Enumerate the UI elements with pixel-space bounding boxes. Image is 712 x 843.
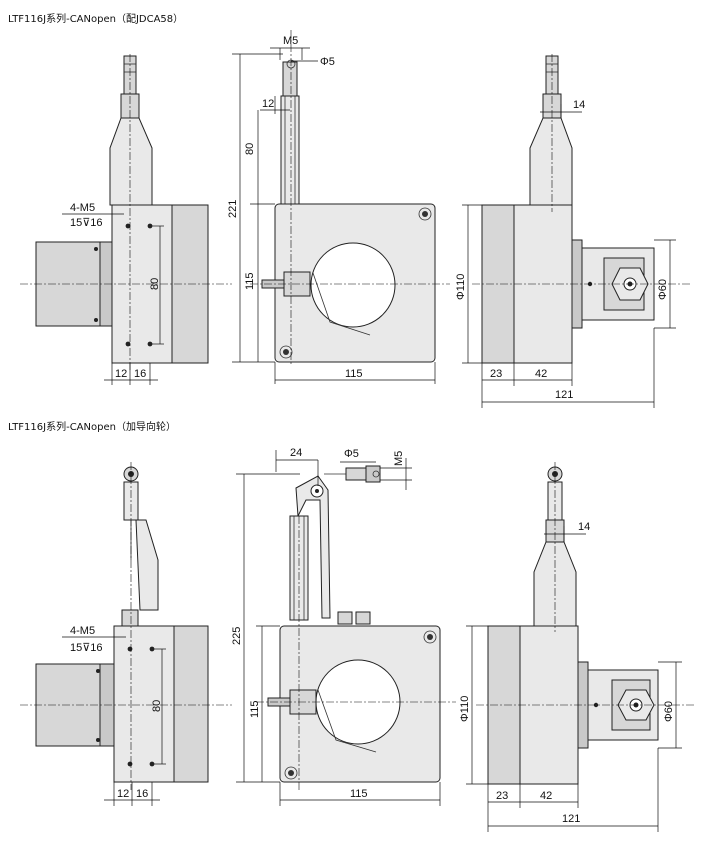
dim-115-vertical: 115: [244, 272, 256, 290]
section-2-front-view: 24 Φ5 M5 225 115 115: [231, 447, 456, 806]
section-2-drawings: 4-M5 15⊽16 80 12 16: [20, 447, 694, 832]
dim-23: 23: [490, 368, 502, 380]
dim-4-m5-2: 4-M5: [70, 625, 95, 637]
dim-phi60: Φ60: [657, 279, 669, 300]
dim-m5: M5: [283, 35, 298, 47]
dim-depth-2: 15⊽16: [70, 642, 103, 654]
section-2-title: LTF116J系列-CANopen（加导向轮）: [8, 422, 176, 433]
dim-225: 225: [231, 627, 243, 645]
dim-4-m5: 4-M5: [70, 202, 95, 214]
section-1-left-view: 4-M5 15⊽16 80 12 16: [20, 54, 232, 385]
dim-12-bottom-2: 12: [117, 788, 129, 800]
section-2-left-view: 4-M5 15⊽16 80 12 16: [20, 462, 232, 806]
dim-80-vertical: 80: [244, 143, 256, 155]
section-1-front-view: M5 Φ5 12 80 221 115 115: [227, 30, 450, 384]
dim-16-bottom: 16: [134, 368, 146, 380]
dim-121-2: 121: [562, 813, 580, 825]
dim-42: 42: [535, 368, 547, 380]
dim-16-bottom-2: 16: [136, 788, 148, 800]
dim-12-top: 12: [262, 98, 274, 110]
dim-phi60-2: Φ60: [663, 701, 675, 722]
dim-phi110-2: Φ110: [459, 696, 471, 722]
dim-phi110: Φ110: [455, 274, 467, 300]
section-1-right-view: 14 Φ110 Φ60 23 42 121: [455, 54, 690, 408]
dim-24: 24: [290, 447, 302, 459]
dim-depth: 15⊽16: [70, 217, 103, 229]
dim-14-2: 14: [578, 521, 590, 533]
dim-42-2: 42: [540, 790, 552, 802]
dim-115-vertical-2: 115: [249, 700, 261, 718]
dim-23-2: 23: [496, 790, 508, 802]
dim-115-horizontal-2: 115: [350, 788, 368, 800]
dim-m5-2: M5: [393, 451, 405, 466]
section-1-title: LTF116J系列-CANopen（配JDCA58）: [8, 14, 184, 25]
dim-phi5-2: Φ5: [344, 448, 359, 460]
dim-80-small-2: 80: [151, 700, 163, 712]
dim-121: 121: [555, 389, 573, 401]
section-2-right-view: 14 Φ110 Φ60 23 42 121: [459, 462, 694, 832]
dim-14: 14: [573, 99, 585, 111]
dim-221: 221: [227, 200, 239, 218]
dim-phi5: Φ5: [320, 56, 335, 68]
dim-115-horizontal: 115: [345, 368, 363, 380]
section-1-drawings: 4-M5 15⊽16 80 12 16 M5: [20, 30, 690, 408]
dim-80-small: 80: [149, 278, 161, 290]
dim-12-bottom: 12: [115, 368, 127, 380]
